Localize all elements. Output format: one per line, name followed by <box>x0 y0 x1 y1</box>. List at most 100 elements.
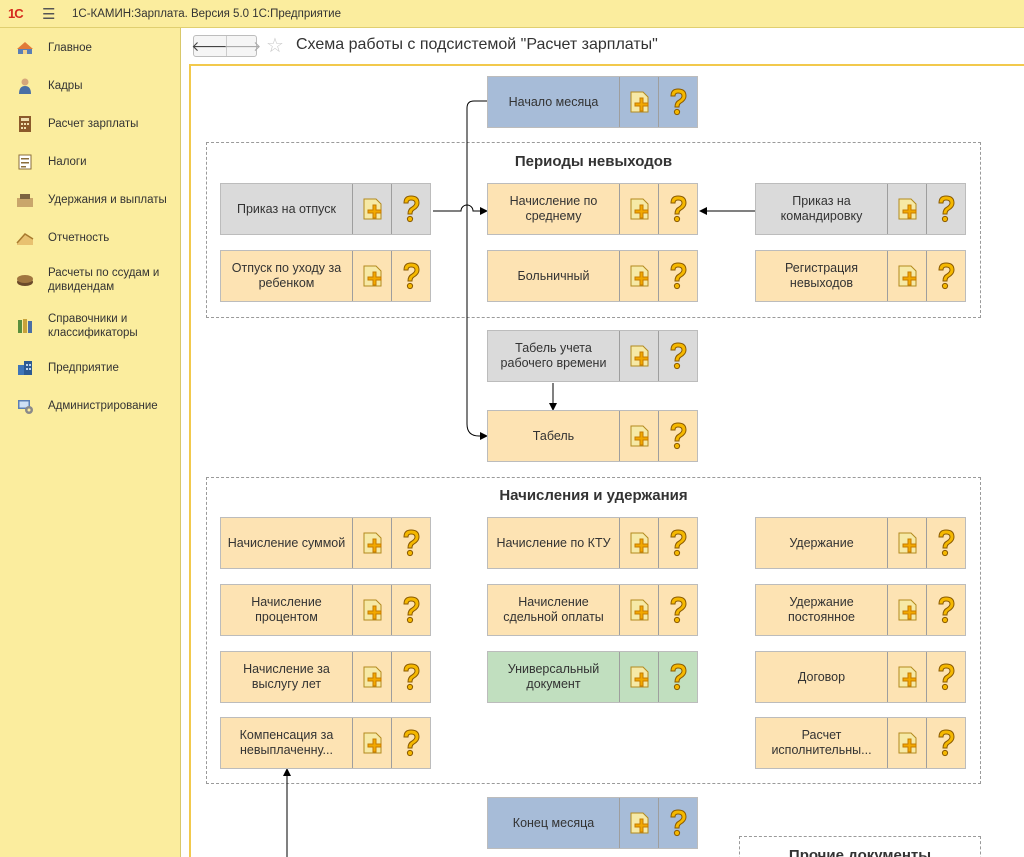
help-button[interactable] <box>658 184 697 234</box>
node-label[interactable]: Компенсация за невыплаченну... <box>239 728 334 757</box>
open-document-button[interactable] <box>352 718 391 768</box>
node-label[interactable]: Начисление процентом <box>251 595 322 624</box>
open-document-button[interactable] <box>887 184 926 234</box>
help-button[interactable] <box>658 798 697 848</box>
sidebar-item-reports[interactable]: Отчетность <box>0 227 180 249</box>
sidebar-item-admin[interactable]: Администрирование <box>0 395 180 417</box>
node-label[interactable]: Начисление суммой <box>227 535 346 550</box>
main-menu-icon[interactable]: ☰ <box>42 5 56 23</box>
sidebar-item-enterprise[interactable]: Предприятие <box>0 357 180 379</box>
help-question-icon <box>403 729 420 757</box>
node-label[interactable]: Приказ на командировку <box>780 194 863 223</box>
help-button[interactable] <box>926 585 965 635</box>
document-open-icon <box>630 812 649 834</box>
sidebar-item-label: Кадры <box>48 80 83 92</box>
open-document-button[interactable] <box>619 184 658 234</box>
help-button[interactable] <box>926 652 965 702</box>
sidebar-item-catalogs[interactable]: Справочники и классификаторы <box>0 311 180 341</box>
help-question-icon <box>670 663 687 691</box>
help-button[interactable] <box>658 251 697 301</box>
node-label[interactable]: Табель учета рабочего времени <box>500 341 607 370</box>
help-button[interactable] <box>391 251 430 301</box>
help-button[interactable] <box>658 331 697 381</box>
node-label[interactable]: Начисление за выслугу лет <box>243 662 330 691</box>
document-open-icon <box>898 532 917 554</box>
node-label[interactable]: Удержание постоянное <box>788 595 855 624</box>
history-nav: 🡐 🡒 <box>191 35 261 57</box>
node-label[interactable]: Больничный <box>517 268 590 283</box>
open-document-button[interactable] <box>887 518 926 568</box>
sidebar-item-payroll[interactable]: Расчет зарплаты <box>0 113 180 135</box>
help-button[interactable] <box>658 77 697 127</box>
node-vacation-order: Приказ на отпуск <box>220 183 431 235</box>
open-document-button[interactable] <box>619 411 658 461</box>
open-document-button[interactable] <box>619 798 658 848</box>
document-open-icon <box>363 666 382 688</box>
open-document-button[interactable] <box>352 518 391 568</box>
open-document-button[interactable] <box>352 184 391 234</box>
forward-button[interactable]: 🡒 <box>224 36 261 56</box>
open-document-button[interactable] <box>352 585 391 635</box>
node-label[interactable]: Конец месяца <box>512 815 595 830</box>
help-button[interactable] <box>391 585 430 635</box>
help-button[interactable] <box>926 251 965 301</box>
open-document-button[interactable] <box>619 331 658 381</box>
sidebar-item-taxes[interactable]: Налоги <box>0 151 180 173</box>
app-logo: 1С <box>8 6 24 21</box>
sidebar-item-payments[interactable]: Удержания и выплаты <box>0 189 180 211</box>
workflow-diagram: Периоды невыходов Начисления и удержания… <box>189 64 1024 857</box>
help-button[interactable] <box>658 652 697 702</box>
help-button[interactable] <box>658 585 697 635</box>
back-button[interactable]: 🡐 <box>191 36 229 56</box>
group-other-documents: Прочие документы <box>739 836 981 857</box>
document-open-icon <box>898 265 917 287</box>
open-document-button[interactable] <box>619 77 658 127</box>
group-title: Периоды невыходов <box>514 153 673 170</box>
node-accrual-percent: Начисление процентом <box>220 584 431 636</box>
open-document-button[interactable] <box>352 251 391 301</box>
sidebar-item-label: Расчеты по ссудам и дивидендам <box>48 267 160 293</box>
group-absence-periods: Периоды невыходов <box>206 142 981 318</box>
node-label[interactable]: Расчет исполнительны... <box>771 728 872 757</box>
help-question-icon <box>670 596 687 624</box>
help-button[interactable] <box>658 518 697 568</box>
node-label[interactable]: Начисление сдельной оплаты <box>503 595 604 624</box>
sidebar-item-loans[interactable]: Расчеты по ссудам и дивидендам <box>0 265 180 295</box>
node-label[interactable]: Приказ на отпуск <box>236 201 336 216</box>
sidebar-item-staff[interactable]: Кадры <box>0 75 180 97</box>
open-document-button[interactable] <box>352 652 391 702</box>
open-document-button[interactable] <box>619 585 658 635</box>
node-label[interactable]: Универсальный документ <box>507 662 600 691</box>
help-button[interactable] <box>391 184 430 234</box>
node-label[interactable]: Начисление по среднему <box>509 194 598 223</box>
help-button[interactable] <box>926 718 965 768</box>
open-document-button[interactable] <box>887 652 926 702</box>
help-question-icon <box>670 195 687 223</box>
node-label[interactable]: Удержание <box>789 535 854 550</box>
node-label[interactable]: Договор <box>797 669 846 684</box>
document-open-icon <box>363 599 382 621</box>
help-question-icon <box>403 529 420 557</box>
help-button[interactable] <box>658 411 697 461</box>
page-header: 🡐 🡒 ☆ Схема работы с подсистемой "Расчет… <box>181 28 1024 62</box>
open-document-button[interactable] <box>619 518 658 568</box>
open-document-button[interactable] <box>887 585 926 635</box>
help-button[interactable] <box>391 652 430 702</box>
node-label[interactable]: Регистрация невыходов <box>784 261 859 290</box>
favorite-star-icon[interactable]: ☆ <box>266 35 284 57</box>
help-button[interactable] <box>391 518 430 568</box>
help-button[interactable] <box>391 718 430 768</box>
node-writ-calculation: Расчет исполнительны... <box>755 717 966 769</box>
open-document-button[interactable] <box>887 251 926 301</box>
node-label[interactable]: Начисление по КТУ <box>496 535 611 550</box>
help-button[interactable] <box>926 518 965 568</box>
node-label[interactable]: Табель <box>532 428 575 443</box>
node-label[interactable]: Отпуск по уходу за ребенком <box>231 261 342 290</box>
open-document-button[interactable] <box>619 652 658 702</box>
help-button[interactable] <box>926 184 965 234</box>
node-label[interactable]: Начало месяца <box>508 94 599 109</box>
help-question-icon <box>670 529 687 557</box>
sidebar-item-main[interactable]: Главное <box>0 37 180 59</box>
open-document-button[interactable] <box>887 718 926 768</box>
open-document-button[interactable] <box>619 251 658 301</box>
